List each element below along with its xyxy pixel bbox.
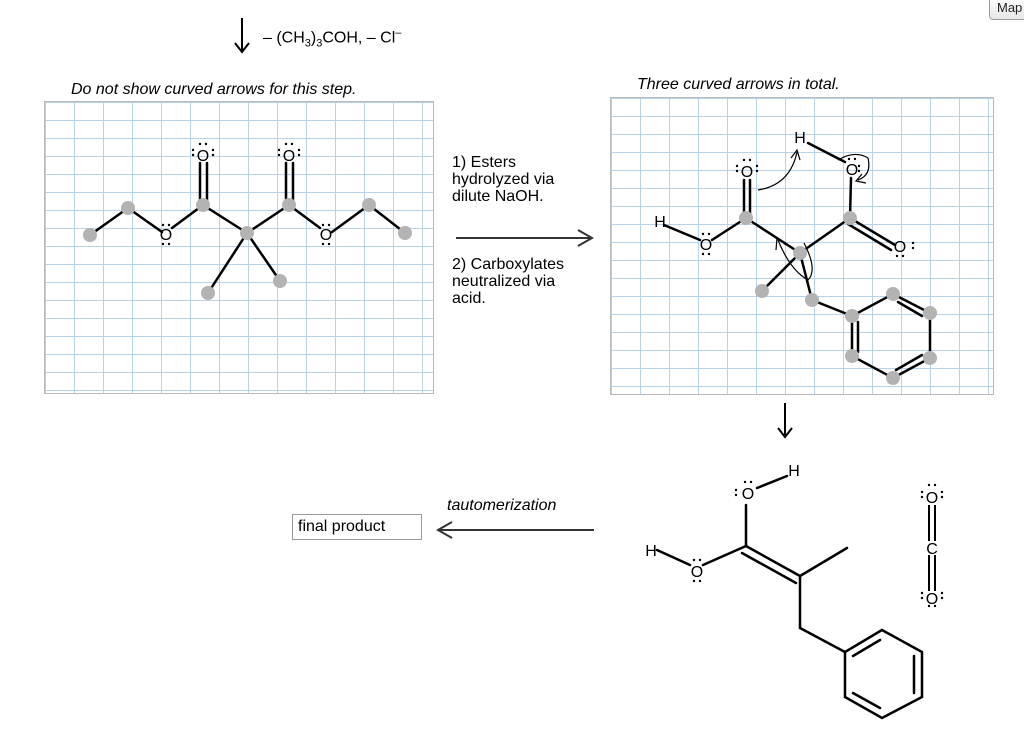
svg-text:H: H [645,543,657,560]
down-arrow-top [234,18,250,54]
conditions-step2: 2) Carboxylates neutralized via acid. [452,256,564,307]
svg-text:O: O [894,239,906,256]
svg-text:O: O [846,162,858,179]
map-button[interactable]: Map [989,0,1024,20]
enol-molecule [655,474,924,720]
reagent-subscript: 3 [304,37,311,50]
svg-text:O: O [197,148,209,165]
condition-line: dilute NaOH. [452,188,544,205]
condition-line: acid. [452,290,486,307]
svg-text:H: H [654,214,666,231]
svg-text:O: O [283,148,295,165]
svg-text:H: H [794,130,806,147]
conditions-step1: 1) Esters hydrolyzed via dilute NaOH. [452,154,554,205]
left-lone-pairs [161,142,331,246]
co2-lone-pairs [920,483,944,608]
reagent-superscript: – [395,27,402,39]
tautomerization-label: tautomerization [447,497,557,514]
svg-text:H: H [788,463,800,480]
svg-text:O: O [926,591,938,608]
svg-text:C: C [926,541,938,558]
svg-text:O: O [926,490,938,507]
left-oxygen-labels: O O O O [160,148,332,244]
right-panel-instruction: Three curved arrows in total. [637,76,840,93]
reagent-part: – (CH [263,29,305,47]
reaction-arrow-right [456,229,595,247]
down-arrow-right [777,403,793,439]
curved-arrows [757,148,870,281]
tautomerization-arrow [435,521,594,539]
left-panel-instruction: Do not show curved arrows for this step. [71,81,357,98]
svg-text:O: O [160,227,172,244]
reagent-part: ) [310,29,317,47]
right-atom-labels: H O O H O O [654,130,906,256]
svg-text:O: O [691,564,703,581]
enol-lone-pairs [692,480,753,583]
condition-line: 2) Carboxylates [452,256,565,273]
reagent-part: COH, – Cl [322,29,396,47]
final-product-box[interactable]: final product [292,514,422,540]
condition-line: neutralized via [452,273,556,290]
svg-text:O: O [320,227,332,244]
reagent-label: – (CH3)3COH, – Cl– [263,24,401,53]
condition-line: hydrolyzed via [452,171,555,188]
left-atom-dots [83,198,412,300]
enol-atom-labels: H O O H [645,463,800,581]
right-molecule [662,141,932,380]
right-atom-dots [739,211,937,385]
co2-molecule [928,505,936,591]
right-lone-pairs [701,157,915,258]
svg-text:O: O [742,486,754,503]
reagent-subscript: 3 [316,37,323,50]
svg-text:O: O [700,237,712,254]
condition-line: 1) Esters [452,154,517,171]
left-molecule [88,161,407,295]
co2-labels: O C O [926,490,938,608]
svg-text:O: O [741,164,753,181]
